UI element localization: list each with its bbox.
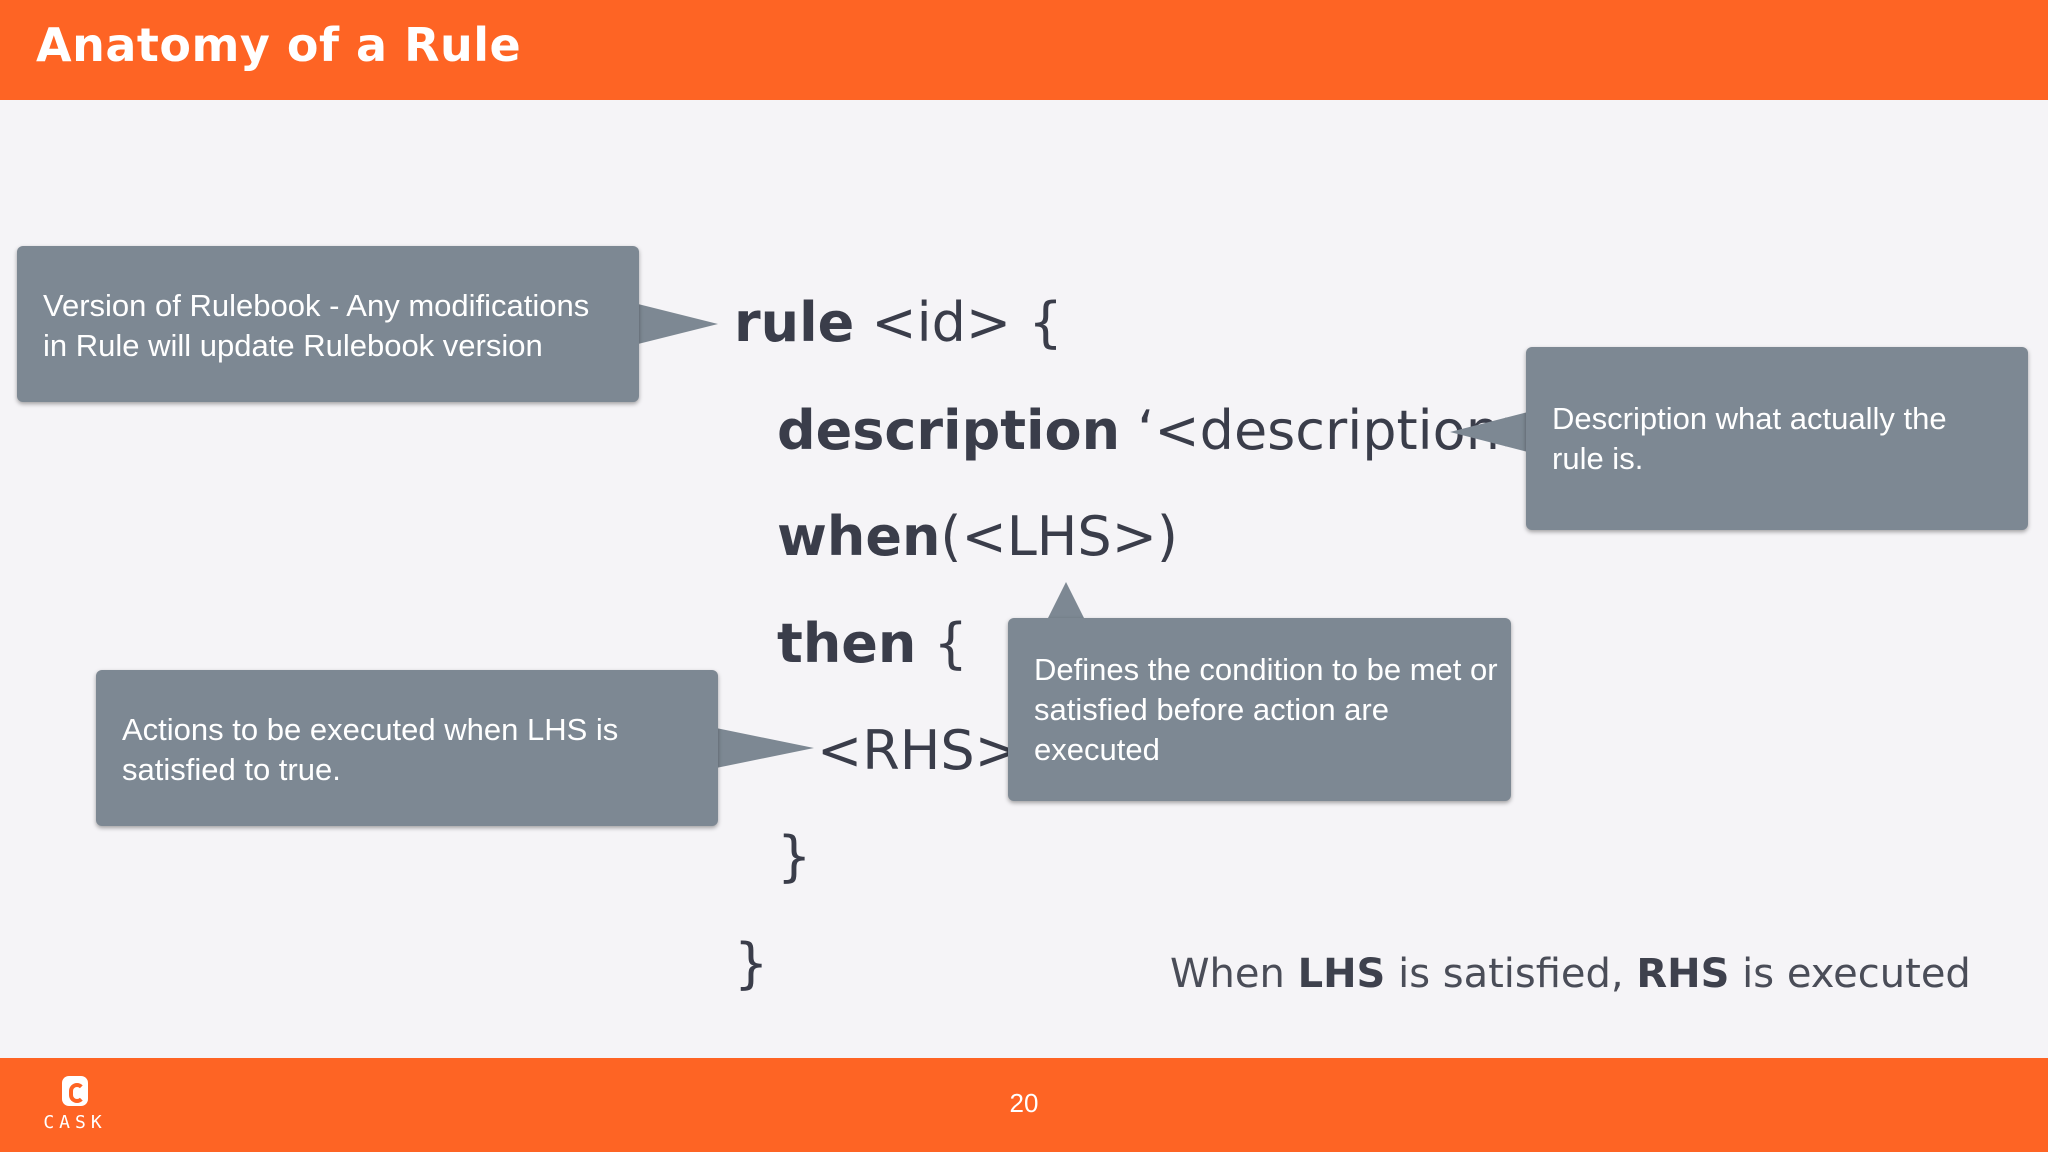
callout-version-pointer bbox=[638, 304, 718, 344]
callout-version: Version of Rulebook - Any modifications … bbox=[17, 246, 639, 402]
slide-title: Anatomy of a Rule bbox=[36, 18, 522, 72]
summary-part2: is satisfied, bbox=[1385, 951, 1637, 997]
callout-description-pointer bbox=[1450, 412, 1528, 452]
callout-condition-text: Defines the condition to be met or satis… bbox=[1034, 652, 1498, 767]
summary-part3: is executed bbox=[1729, 951, 1971, 997]
keyword-when: when bbox=[777, 505, 941, 568]
summary-statement: When LHS is satisfied, RHS is executed bbox=[1170, 951, 1971, 997]
page-number: 20 bbox=[1009, 1088, 1039, 1118]
when-condition: (<LHS>) bbox=[940, 505, 1179, 568]
code-line-then-close: } bbox=[777, 825, 812, 888]
code-line-rule-close: } bbox=[734, 932, 769, 995]
code-line-rule: rule <id> { bbox=[734, 296, 1063, 350]
callout-version-text: Version of Rulebook - Any modifications … bbox=[43, 288, 590, 363]
callout-condition: Defines the condition to be met or satis… bbox=[1008, 618, 1511, 801]
code-line-when: when(<LHS>) bbox=[777, 510, 1178, 564]
keyword-description: description bbox=[777, 399, 1121, 462]
summary-part1: When bbox=[1170, 951, 1298, 997]
code-line-description: description ‘<description>’ bbox=[777, 404, 1562, 458]
then-brace: { bbox=[916, 612, 968, 675]
cask-logo: CASK bbox=[38, 1074, 112, 1136]
code-line-then: then { bbox=[777, 617, 968, 671]
callout-condition-pointer bbox=[1048, 582, 1084, 618]
slide-header bbox=[0, 0, 2048, 100]
summary-rhs: RHS bbox=[1636, 951, 1730, 997]
cask-logo-text: CASK bbox=[43, 1112, 107, 1133]
rule-id: <id> { bbox=[854, 291, 1063, 354]
callout-actions-pointer bbox=[716, 728, 814, 768]
summary-lhs: LHS bbox=[1297, 951, 1386, 997]
keyword-then: then bbox=[777, 612, 917, 675]
callout-description: Description what actually the rule is. bbox=[1526, 347, 2028, 530]
cask-logo-icon bbox=[62, 1076, 88, 1106]
callout-actions: Actions to be executed when LHS is satis… bbox=[96, 670, 718, 826]
code-line-rhs: <RHS> bbox=[817, 719, 1020, 782]
slide-footer bbox=[0, 1058, 2048, 1152]
keyword-rule: rule bbox=[734, 291, 855, 354]
callout-actions-text: Actions to be executed when LHS is satis… bbox=[122, 712, 619, 787]
callout-description-text: Description what actually the rule is. bbox=[1552, 401, 1947, 476]
